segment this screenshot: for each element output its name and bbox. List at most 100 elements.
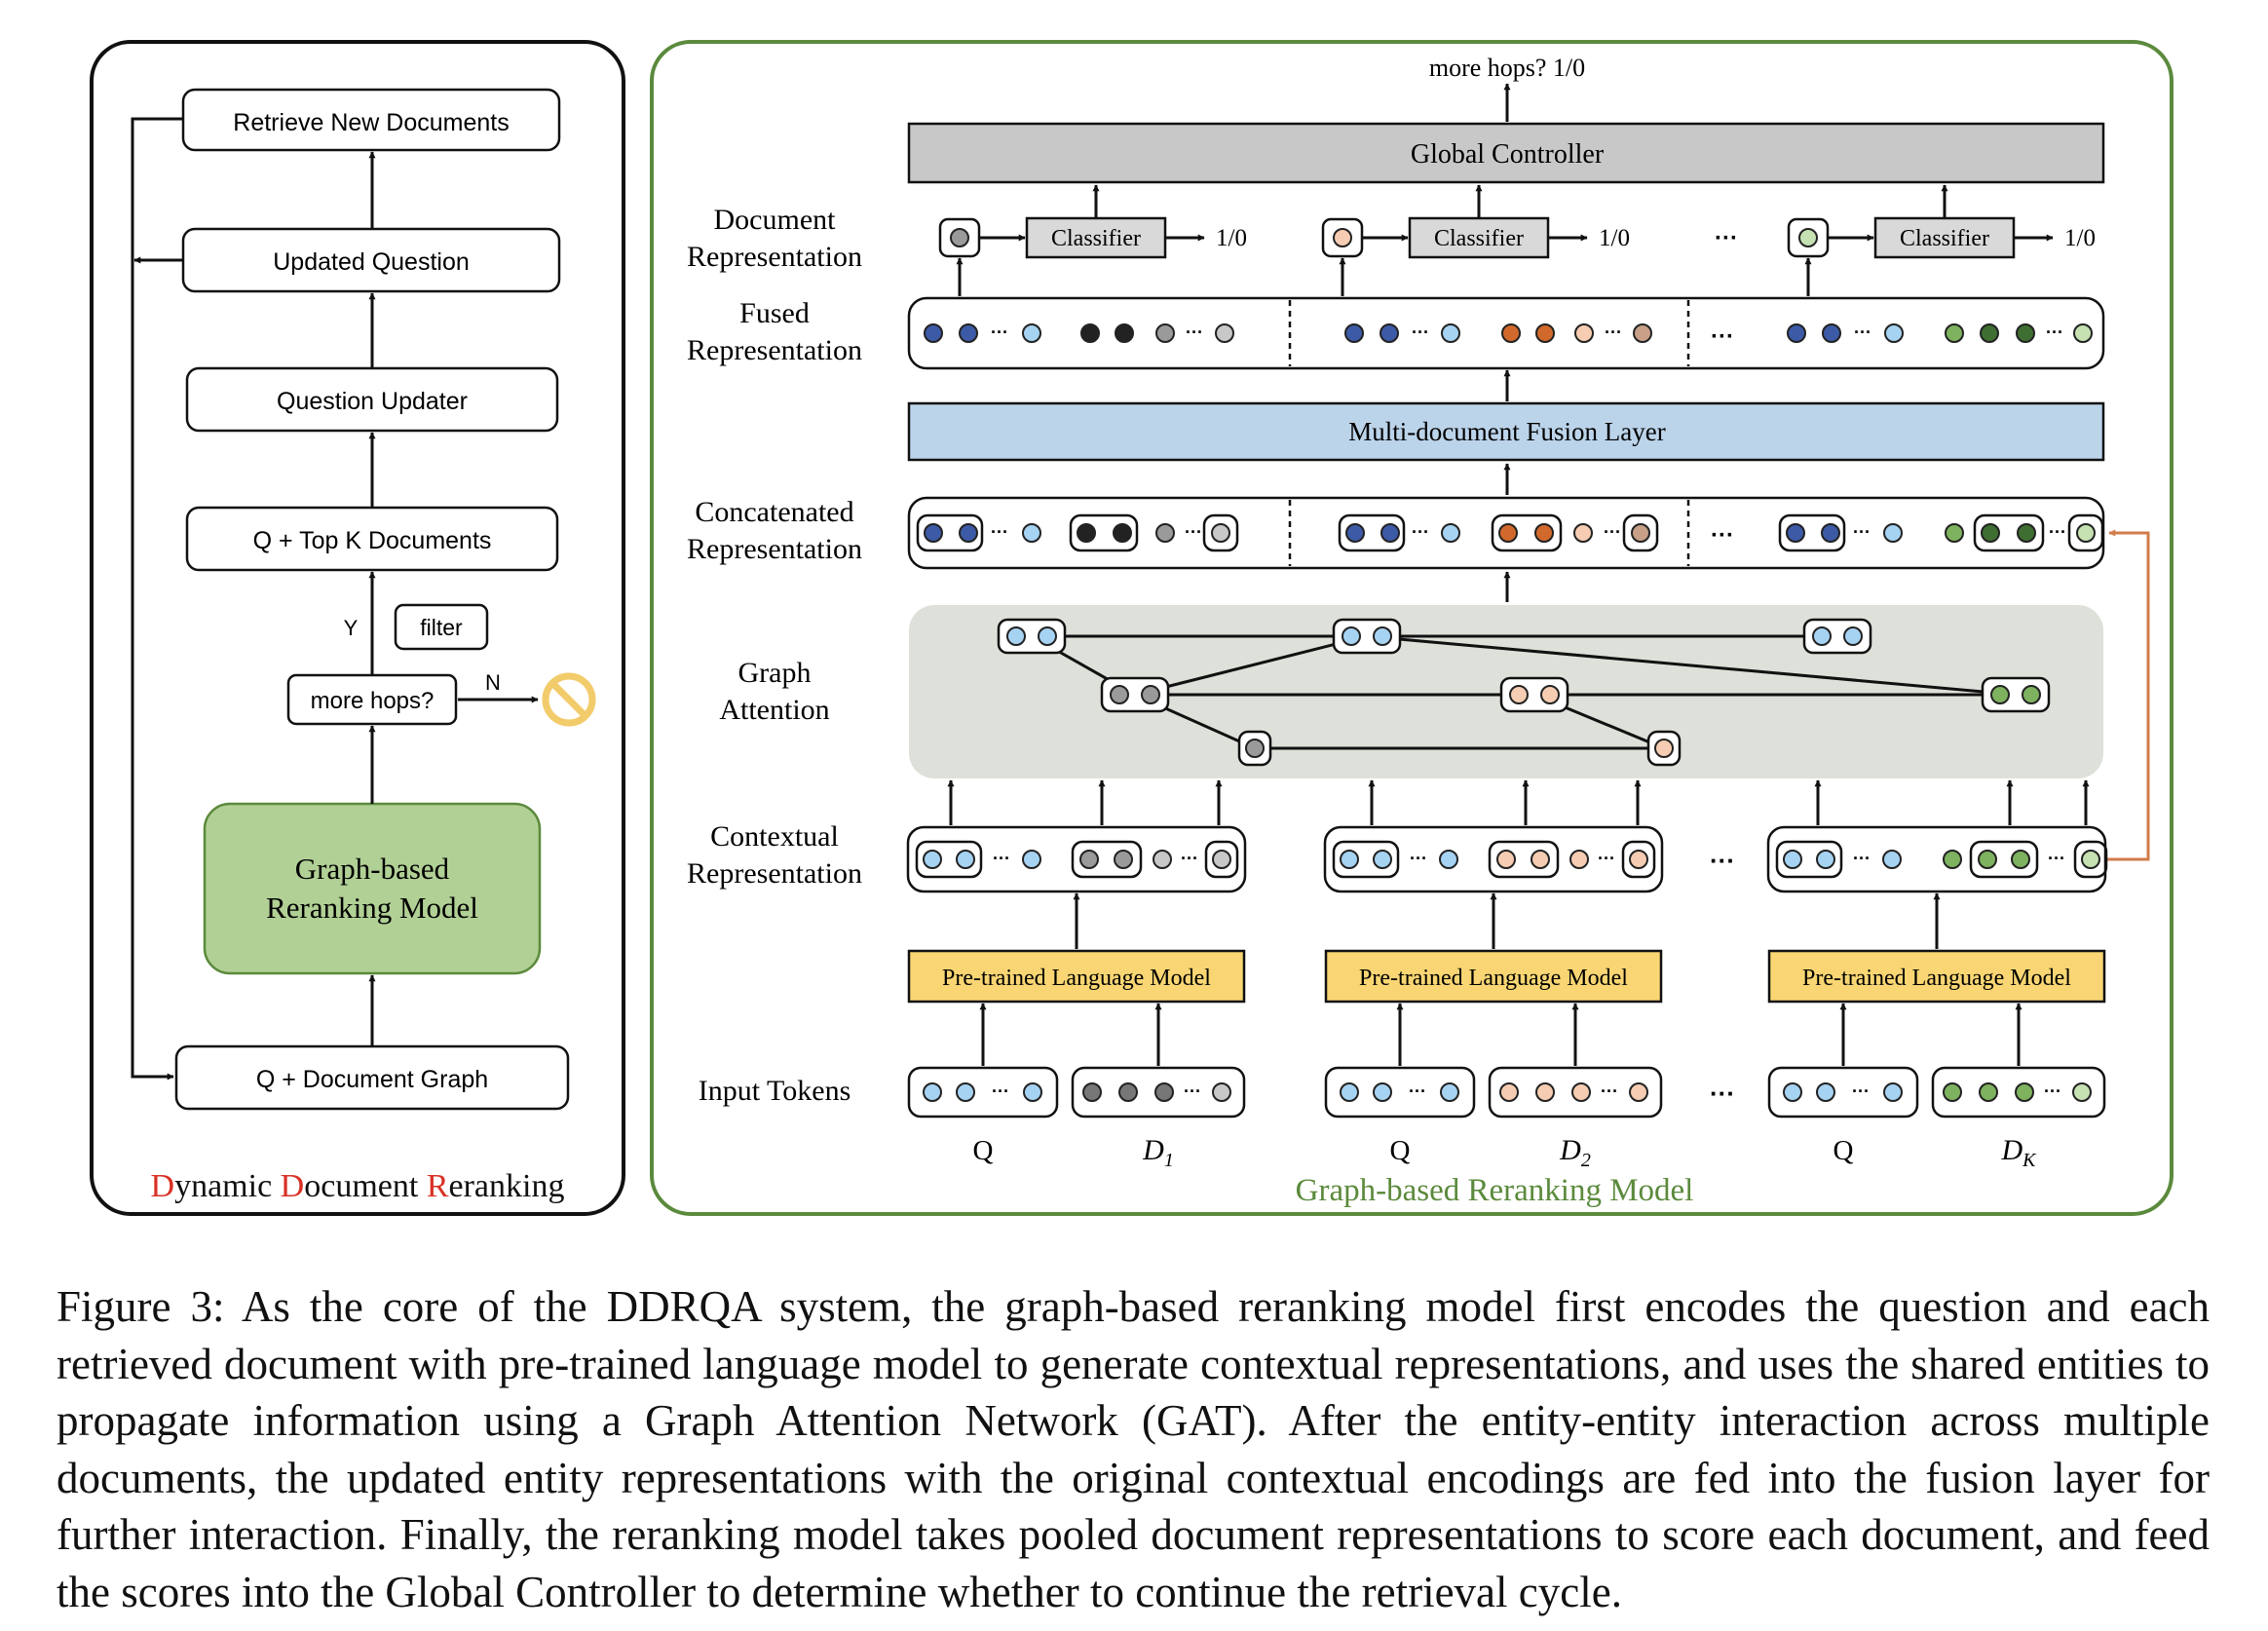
classifier-label: Classifier	[1051, 226, 1141, 251]
doc-label-main: D	[1142, 1134, 1164, 1166]
concat-dot	[1498, 523, 1518, 543]
label-graph-attention-2: Attention	[719, 694, 829, 726]
plm-box	[907, 949, 1246, 1004]
entity-span-box	[1973, 513, 2045, 552]
ellipsis: ···	[1410, 849, 1427, 868]
input-dot	[1943, 1082, 1962, 1102]
input-dot	[2072, 1082, 2092, 1102]
entity-dot	[1110, 685, 1129, 704]
concat-dots: ·····················	[916, 500, 2104, 566]
left-panel-title: Dynamic Document Reranking	[151, 1168, 565, 1204]
concat-dot	[1211, 523, 1230, 543]
entity-span-box	[1621, 840, 1656, 879]
ellipsis: ···	[992, 1081, 1009, 1101]
entity-span-box	[916, 513, 984, 552]
entity-dot	[1654, 739, 1674, 758]
ctx-dot	[1212, 850, 1231, 869]
ctx-dot	[1531, 850, 1550, 869]
reranking-model-box	[203, 802, 542, 975]
concat-dot	[1380, 523, 1400, 543]
classifier-label: Classifier	[1900, 226, 1989, 251]
input-dot	[956, 1082, 975, 1102]
label-graph-attention-1: Graph	[738, 657, 812, 689]
fused-dot	[1115, 323, 1134, 343]
fused-dot	[924, 323, 943, 343]
input-dot	[1023, 1082, 1042, 1102]
fused-dot	[1080, 323, 1100, 343]
entity-span-box	[1332, 840, 1400, 879]
reranking-model-label-2: Reranking Model	[266, 891, 478, 925]
doc-pooled-dot	[1333, 228, 1352, 247]
ellipsis: ···	[2049, 522, 2066, 542]
reranking-model-label-1: Graph-based	[295, 852, 450, 886]
fused-dot	[1155, 323, 1175, 343]
right-panel-title: Graph-based Reranking Model	[1296, 1173, 1694, 1208]
entity-span-box	[1204, 840, 1239, 879]
label-fused-representation-2: Representation	[687, 334, 862, 366]
fused-dot	[2016, 323, 2035, 343]
entity-graph	[997, 618, 2051, 767]
input-dot	[1340, 1082, 1359, 1102]
graph-edge	[1366, 634, 2017, 697]
plm-label: Pre-trained Language Model	[942, 966, 1211, 991]
entity-dot	[1373, 626, 1392, 646]
figure-caption: Figure 3: As the core of the DDRQA syste…	[57, 1282, 2210, 1616]
ellipsis: ···	[1186, 322, 1203, 342]
global-controller-label: Global Controller	[1411, 139, 1605, 170]
ellipsis: ···	[991, 522, 1008, 542]
plm-label: Pre-trained Language Model	[1802, 966, 2071, 991]
ctx-dot	[923, 850, 942, 869]
fused-dot	[1980, 323, 1999, 343]
title-letter: D	[281, 1168, 305, 1204]
entity-dot	[1812, 626, 1832, 646]
ellipsis: ···	[1605, 322, 1622, 342]
concat-dot	[1981, 523, 2000, 543]
score-label: 1/0	[1216, 225, 1247, 251]
title-letter: R	[427, 1168, 449, 1204]
stop-icon	[542, 672, 596, 727]
ellipsis: ···	[1711, 522, 1734, 549]
doc-label: D2	[1559, 1134, 1591, 1171]
right-panel: Document Representation Fused Representa…	[650, 40, 2174, 1216]
ctx-dot	[2011, 850, 2030, 869]
input-dot	[1629, 1082, 1648, 1102]
retrieve-box	[181, 88, 561, 152]
q-input-box	[1767, 1066, 1919, 1119]
more-hops-output-label: more hops? 1/0	[1429, 54, 1585, 82]
entity-dot	[1509, 685, 1529, 704]
input-dot	[1118, 1082, 1138, 1102]
label-concatenated-representation-1: Concatenated	[695, 496, 853, 528]
ellipsis: ···	[1715, 225, 1738, 251]
label-fused-representation-1: Fused	[739, 297, 810, 329]
input-dot	[923, 1082, 942, 1102]
ctx-dot	[1978, 850, 1997, 869]
contextual-bar	[1323, 825, 1664, 893]
input-dot	[1154, 1082, 1174, 1102]
plm-label: Pre-trained Language Model	[1359, 966, 1628, 991]
fused-dots: ·····················	[924, 300, 2093, 366]
entity-dot	[1006, 626, 1026, 646]
q-label: Q	[973, 1135, 994, 1166]
entity-span-box	[1775, 840, 1843, 879]
label-contextual-representation-1: Contextual	[710, 820, 839, 853]
graph-edge	[1134, 634, 1368, 697]
concat-dot	[1821, 523, 1840, 543]
q-label: Q	[1390, 1135, 1411, 1166]
score-label: 1/0	[1599, 225, 1630, 251]
ctx-dot	[1022, 850, 1041, 869]
document-columns: ··· ··· Pre-trained Language Model ··· ··· Q D…	[906, 779, 2108, 1171]
input-dot	[1816, 1082, 1835, 1102]
fused-dot	[1822, 323, 1841, 343]
fusion-layer-label: Multi-document Fusion Layer	[1348, 417, 1665, 446]
classifier-label: Classifier	[1434, 226, 1524, 251]
ellipsis: ···	[1710, 846, 1735, 875]
entity-span-box	[1491, 513, 1563, 552]
filter-box	[394, 603, 489, 651]
ellipsis: ···	[1598, 849, 1615, 868]
ctx-dot	[1373, 850, 1392, 869]
input-dot	[1082, 1082, 1102, 1102]
concat-dot	[1573, 523, 1593, 543]
label-document-representation-2: Representation	[687, 241, 862, 273]
q-input-box	[907, 1066, 1059, 1119]
fused-dot	[1787, 323, 1806, 343]
